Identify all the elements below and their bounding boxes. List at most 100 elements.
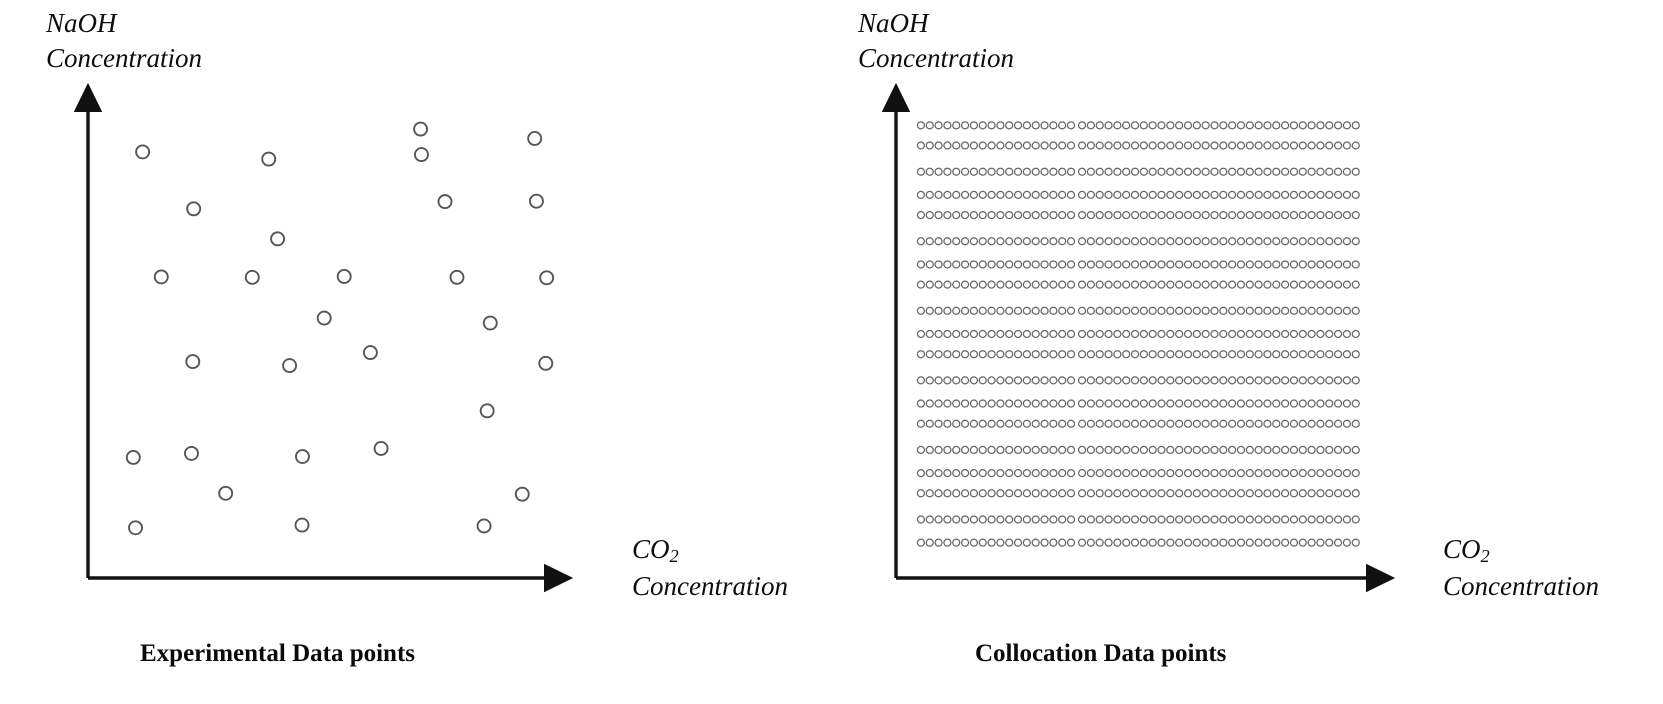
collocation-point — [1245, 350, 1254, 359]
collocation-point — [1219, 489, 1228, 498]
collocation-point — [1263, 538, 1272, 547]
collocation-point — [1122, 141, 1131, 150]
collocation-point — [1192, 167, 1201, 176]
collocation-point — [1210, 237, 1219, 246]
y-axis-label-line1: NaOH — [858, 8, 929, 38]
collocation-point — [1013, 306, 1023, 315]
collocation-point — [969, 399, 979, 408]
collocation-point — [1316, 538, 1325, 547]
collocation-point — [1236, 515, 1246, 524]
collocation-point — [925, 141, 934, 150]
collocation-point — [1148, 141, 1157, 150]
collocation-point — [1307, 121, 1316, 130]
collocation-point — [1342, 167, 1352, 176]
collocation-point — [1077, 121, 1087, 130]
collocation-point — [1272, 376, 1281, 385]
data-point — [414, 147, 429, 163]
collocation-point — [969, 489, 979, 498]
collocation-point — [1342, 237, 1352, 246]
collocation-point — [1077, 260, 1087, 269]
collocation-point — [1316, 141, 1325, 150]
collocation-point — [1139, 399, 1148, 408]
collocation-point — [1013, 538, 1023, 547]
collocation-point — [960, 376, 970, 385]
collocation-point — [1210, 376, 1219, 385]
collocation-point — [1148, 121, 1157, 130]
x-axis-label-subscript: 2 — [1480, 546, 1490, 567]
collocation-point — [1086, 445, 1095, 455]
data-point — [479, 403, 495, 419]
collocation-point — [1289, 280, 1299, 289]
collocation-point — [1049, 419, 1058, 428]
collocation-point — [1157, 260, 1166, 269]
collocation-point — [952, 350, 961, 359]
collocation-point — [1307, 489, 1316, 498]
collocation-point — [1183, 538, 1193, 547]
collocation-point — [934, 399, 943, 408]
collocation-point — [1139, 489, 1148, 498]
collocation-point — [1086, 419, 1095, 428]
collocation-point — [1192, 538, 1201, 547]
collocation-point — [1175, 468, 1184, 478]
collocation-point — [1066, 376, 1076, 385]
collocation-point — [916, 306, 926, 315]
collocation-point — [1201, 190, 1210, 200]
collocation-point — [1272, 121, 1281, 130]
collocation-point — [916, 190, 926, 200]
collocation-point — [1022, 190, 1031, 200]
collocation-point — [1022, 260, 1031, 269]
collocation-point — [1005, 468, 1014, 478]
collocation-point — [1086, 350, 1095, 359]
collocation-point — [1280, 280, 1290, 289]
collocation-point — [1031, 306, 1040, 315]
collocation-point — [1210, 489, 1219, 498]
collocation-point — [1254, 489, 1263, 498]
collocation-point — [1130, 376, 1140, 385]
collocation-point — [1077, 167, 1087, 176]
collocation-point — [1307, 190, 1316, 200]
collocation-point — [1342, 538, 1352, 547]
collocation-point — [1289, 167, 1299, 176]
collocation-point — [996, 141, 1005, 150]
collocation-point — [1058, 515, 1067, 524]
collocation-point — [1086, 329, 1095, 339]
collocation-point — [978, 190, 987, 200]
plot-area-experimental — [73, 82, 574, 593]
collocation-point — [1157, 237, 1166, 246]
collocation-point — [1166, 538, 1175, 547]
collocation-point — [1280, 538, 1290, 547]
collocation-point — [1254, 445, 1263, 455]
collocation-point — [1183, 260, 1193, 269]
collocation-point — [1263, 329, 1272, 339]
collocation-point — [1228, 121, 1237, 130]
collocation-point — [1280, 190, 1290, 200]
collocation-point — [1298, 121, 1307, 130]
collocation-point — [987, 538, 996, 547]
collocation-point — [952, 468, 961, 478]
data-point — [527, 131, 543, 146]
collocation-point — [1333, 515, 1343, 524]
collocation-point — [1122, 121, 1131, 130]
collocation-point — [1104, 399, 1113, 408]
collocation-point — [1095, 515, 1104, 524]
collocation-point — [1022, 210, 1031, 220]
collocation-point — [1166, 210, 1175, 220]
collocation-point — [1192, 210, 1201, 220]
collocation-point — [1210, 399, 1219, 408]
collocation-point — [1086, 190, 1095, 200]
collocation-point — [1058, 350, 1067, 359]
collocation-point — [1104, 538, 1113, 547]
collocation-point — [1166, 350, 1175, 359]
collocation-point — [1342, 489, 1352, 498]
collocation-point — [1280, 260, 1290, 269]
collocation-point — [1333, 167, 1343, 176]
collocation-point — [1175, 210, 1184, 220]
collocation-point — [943, 121, 952, 130]
collocation-point — [1325, 350, 1334, 359]
collocation-point — [1272, 280, 1281, 289]
collocation-point — [1031, 538, 1040, 547]
collocation-point — [1280, 445, 1290, 455]
collocation-point — [1013, 167, 1023, 176]
collocation-point — [1122, 445, 1131, 455]
